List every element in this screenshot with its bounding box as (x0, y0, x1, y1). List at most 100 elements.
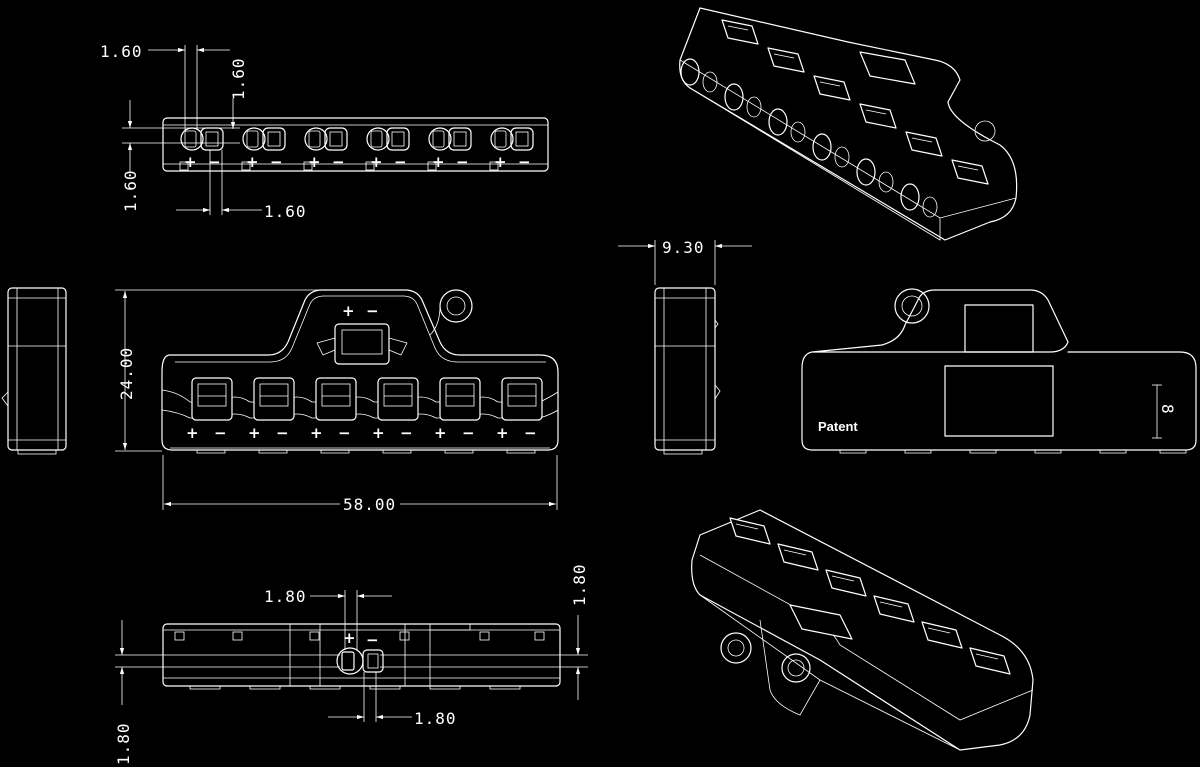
iso-latch (777, 543, 819, 571)
port-square (200, 127, 224, 151)
iso-latch-rib (911, 137, 933, 143)
iso-latch-rib (975, 653, 999, 660)
minus-sign: − (332, 153, 345, 171)
iso-port-square (878, 171, 894, 193)
iso-port-round (724, 83, 744, 111)
iso-latch-rib (865, 109, 887, 115)
minus-sign: − (456, 153, 469, 171)
latch (191, 377, 233, 421)
iso-port-round (680, 58, 700, 86)
left-side-view (1, 287, 67, 455)
iso-latch (921, 621, 963, 649)
latch (315, 377, 357, 421)
latch-window (445, 383, 475, 407)
plus-sign: + (308, 153, 321, 171)
dim-label: 1.60 (100, 42, 143, 61)
plus-sign: + (184, 153, 197, 171)
plus-sign: + (370, 153, 383, 171)
iso-latch-row (729, 517, 1011, 675)
port-inner (267, 131, 281, 147)
minus-sign: − (366, 302, 379, 320)
dim-label: 9.30 (662, 238, 705, 257)
plus-sign: + (248, 424, 261, 442)
latch-body (439, 377, 481, 421)
iso-port-row (680, 19, 989, 218)
minus-sign: − (366, 631, 379, 649)
plus-sign: + (496, 424, 509, 442)
plus-sign: + (246, 153, 259, 171)
tab-mark (241, 161, 251, 171)
dim-label: 1.60 (229, 57, 248, 100)
foot-tab (196, 449, 226, 454)
iso-latch (905, 131, 943, 157)
port-slot (494, 130, 507, 148)
dim-top-side-v: 1.60 (121, 100, 240, 212)
iso-port-round (768, 108, 788, 136)
latch-body (315, 377, 357, 421)
dim-top-pitch-v: 1.60 (229, 57, 248, 129)
foot-tab (369, 685, 401, 690)
top-polarity-row: +−+−+−+−+−+− (179, 153, 531, 171)
dim-label: 1.60 (264, 202, 307, 221)
plus-sign: + (372, 424, 385, 442)
latch-body (377, 377, 419, 421)
iso-port-round (900, 183, 920, 211)
iso-latch-rib (957, 165, 979, 171)
latch (377, 377, 419, 421)
foot-tab (1159, 449, 1187, 454)
port-pair (242, 127, 286, 151)
port-slot (432, 130, 445, 148)
tab-mark (489, 161, 499, 171)
dim-label: 1.60 (121, 169, 140, 212)
dim-bottom-left-v: 1.80 (114, 620, 340, 765)
port-square (386, 127, 410, 151)
foot-tab (382, 449, 412, 454)
iso-port-square (790, 121, 806, 143)
port-slot (370, 130, 383, 148)
foot-tab (1099, 449, 1127, 454)
tab-mark (479, 631, 490, 641)
latch-window (259, 383, 289, 407)
dim-label: 24.00 (117, 347, 136, 400)
plus-sign: + (186, 424, 199, 442)
foot-tab (444, 449, 474, 454)
latch (439, 377, 481, 421)
port-pair (490, 127, 534, 151)
port-inner (205, 131, 219, 147)
dim-marker: 8 (1152, 384, 1177, 439)
iso-latch-rib (773, 53, 795, 59)
foot-tab (839, 449, 867, 454)
iso-latch (951, 159, 989, 185)
dim-label: 1.80 (264, 587, 307, 606)
dim-label: 58.00 (343, 495, 396, 514)
latch-window (507, 383, 537, 407)
latch (253, 377, 295, 421)
top-port-row (180, 127, 534, 151)
minus-sign: − (518, 153, 531, 171)
iso-latch (969, 647, 1011, 675)
minus-sign: − (462, 424, 475, 442)
port-square (448, 127, 472, 151)
iso-latch (825, 569, 867, 597)
port-square (262, 127, 286, 151)
port-slot (246, 130, 259, 148)
foot-tab (429, 685, 461, 690)
iso-latch (873, 595, 915, 623)
iso-latch-rib (927, 627, 951, 634)
dim-top-pitch-x: 1.60 (100, 42, 230, 130)
iso-latch-rib (727, 25, 749, 31)
port-round (242, 127, 266, 151)
iso-latch (721, 19, 759, 45)
port-slot (308, 130, 321, 148)
latch-window (321, 383, 351, 407)
minus-sign: − (394, 153, 407, 171)
tab-mark (365, 161, 375, 171)
port-round (366, 127, 390, 151)
dim-label: 8 (1158, 404, 1177, 415)
rear-view: Patent 8 (801, 288, 1197, 454)
isometric-view-bottom (691, 509, 1034, 751)
port-pair (180, 127, 224, 151)
port-square (324, 127, 348, 151)
plus-sign: + (434, 424, 447, 442)
foot-tab (489, 685, 521, 690)
